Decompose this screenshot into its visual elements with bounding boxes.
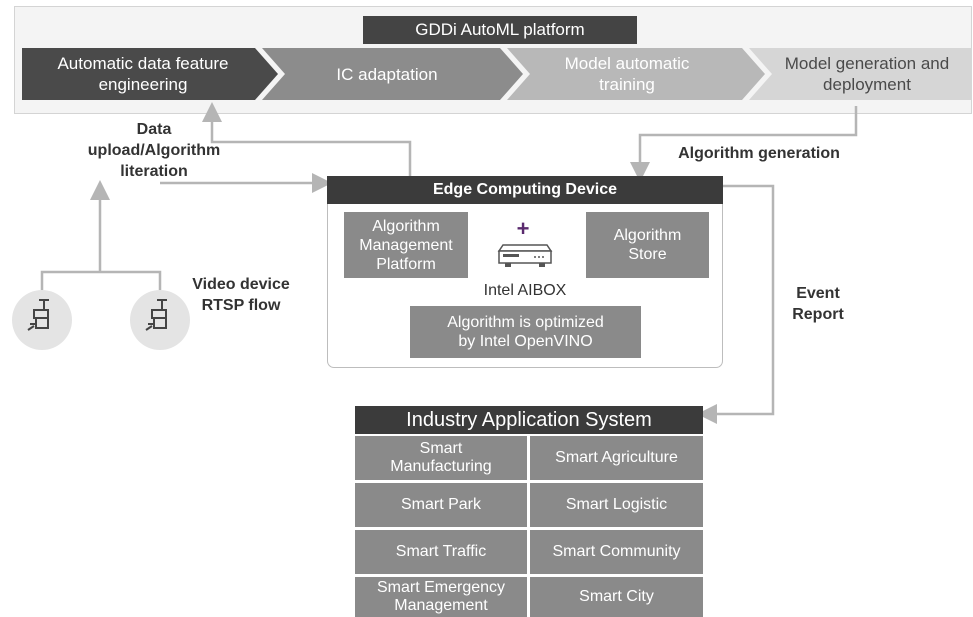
data-upload-line-2: upload/Algorithm <box>87 142 221 159</box>
stage-1-line-2: engineering <box>98 75 188 94</box>
cell-4-line-1: Smart Logistic <box>565 496 668 513</box>
stage-3-line-2: training <box>599 75 655 94</box>
algorithm-store-box: Algorithm Store <box>586 212 709 278</box>
management-line-3: Platform <box>376 255 436 273</box>
industry-cell-agriculture: Smart Agriculture <box>530 436 703 480</box>
event-report-label: Event Report <box>782 283 854 325</box>
camera-icon <box>27 299 49 331</box>
video-device-line-2: RTSP flow <box>201 297 281 314</box>
intel-aibox-label: Intel AIBOX <box>483 282 567 299</box>
stage-ic-adaptation: IC adaptation <box>282 48 492 100</box>
camera-bracket <box>40 270 162 290</box>
algorithm-generation-label: Algorithm generation <box>678 145 840 162</box>
store-line-1: Algorithm <box>613 227 682 244</box>
event-report-line-2: Report <box>792 306 844 323</box>
stage-model-training: Model automatic training <box>527 48 727 100</box>
cell-8-line-1: Smart City <box>579 588 654 605</box>
industry-cell-traffic: Smart Traffic <box>355 530 527 574</box>
industry-cell-park: Smart Park <box>355 483 527 527</box>
industry-cell-community: Smart Community <box>530 530 703 574</box>
stage-2-line-1: IC adaptation <box>336 64 438 84</box>
optimized-line-2: by Intel OpenVINO <box>458 333 593 350</box>
server-box-icon <box>497 244 553 267</box>
camera-1 <box>12 290 72 350</box>
event-report-line-1: Event <box>796 285 840 302</box>
cell-1-line-1: Smart <box>419 440 463 457</box>
camera-2 <box>130 290 190 350</box>
industry-cell-logistic: Smart Logistic <box>530 483 703 527</box>
stage-1-line-1: Automatic data feature <box>57 54 229 73</box>
optimized-line-1: Algorithm is optimized <box>447 314 604 331</box>
stage-data-feature-engineering: Automatic data feature engineering <box>24 48 262 100</box>
cell-3-line-1: Smart Park <box>400 496 481 513</box>
cell-7-line-1: Smart Emergency <box>376 579 506 596</box>
store-line-2: Store <box>628 246 667 263</box>
management-line-1: Algorithm <box>372 217 440 235</box>
industry-cell-city: Smart City <box>530 577 703 617</box>
cell-5-line-1: Smart Traffic <box>395 543 487 560</box>
camera-icon <box>145 299 167 331</box>
stage-3-line-1: Model automatic <box>564 54 690 73</box>
plus-icon: + <box>516 216 530 241</box>
industry-application-title: Industry Application System <box>355 406 703 434</box>
video-device-line-1: Video device <box>192 276 290 293</box>
management-line-2: Management <box>359 236 453 254</box>
video-device-label: Video device RTSP flow <box>183 274 299 316</box>
openvino-optimization-box: Algorithm is optimized by Intel OpenVINO <box>410 306 641 358</box>
data-upload-label: Data upload/Algorithm literation <box>76 119 232 182</box>
cell-6-line-1: Smart Community <box>552 543 681 560</box>
data-upload-line-1: Data <box>136 121 172 138</box>
cell-2-line-1: Smart Agriculture <box>555 449 678 466</box>
platform-title: GDDi AutoML platform <box>363 16 637 44</box>
stage-model-deployment: Model generation and deployment <box>762 48 972 100</box>
stage-4-line-1: Model generation and <box>784 54 950 73</box>
arrow-edge-to-feature-engineering <box>202 102 412 176</box>
data-upload-line-3: literation <box>120 163 188 180</box>
cell-1-line-2: Manufacturing <box>390 458 492 475</box>
cell-7-line-2: Management <box>394 597 488 614</box>
algorithm-management-platform-box: Algorithm Management Platform <box>344 212 468 278</box>
stage-4-line-2: deployment <box>823 75 911 94</box>
edge-device-title: Edge Computing Device <box>327 176 723 204</box>
